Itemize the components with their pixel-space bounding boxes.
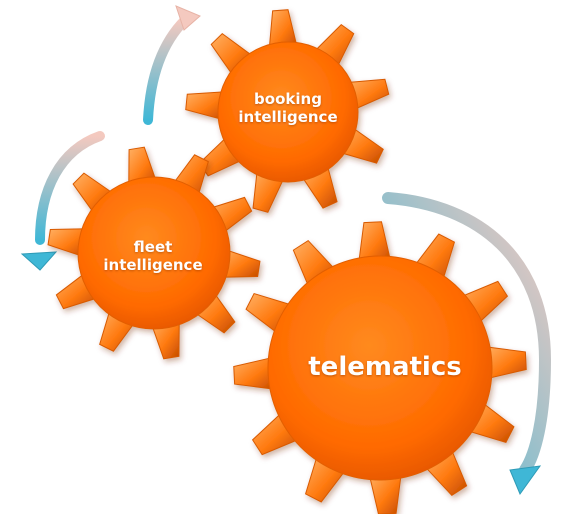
gear-body bbox=[217, 41, 359, 183]
fleet-intelligence-gear bbox=[47, 146, 261, 360]
arrow-left-down bbox=[20, 131, 105, 271]
gear-body bbox=[77, 176, 231, 330]
booking-intelligence-label: booking intelligence bbox=[223, 90, 353, 126]
booking-line1: booking bbox=[254, 90, 322, 108]
booking-intelligence-gear bbox=[185, 9, 390, 213]
booking-line2: intelligence bbox=[238, 108, 338, 126]
gear-body bbox=[267, 255, 493, 481]
fleet-line2: intelligence bbox=[103, 256, 203, 274]
telematics-label: telematics bbox=[308, 352, 462, 382]
telematics-gear bbox=[233, 221, 527, 514]
fleet-line1: fleet bbox=[133, 238, 173, 256]
arrow-right-down-large bbox=[382, 192, 552, 496]
arrow-up-left-small bbox=[143, 5, 201, 125]
fleet-intelligence-label: fleet intelligence bbox=[98, 238, 208, 274]
